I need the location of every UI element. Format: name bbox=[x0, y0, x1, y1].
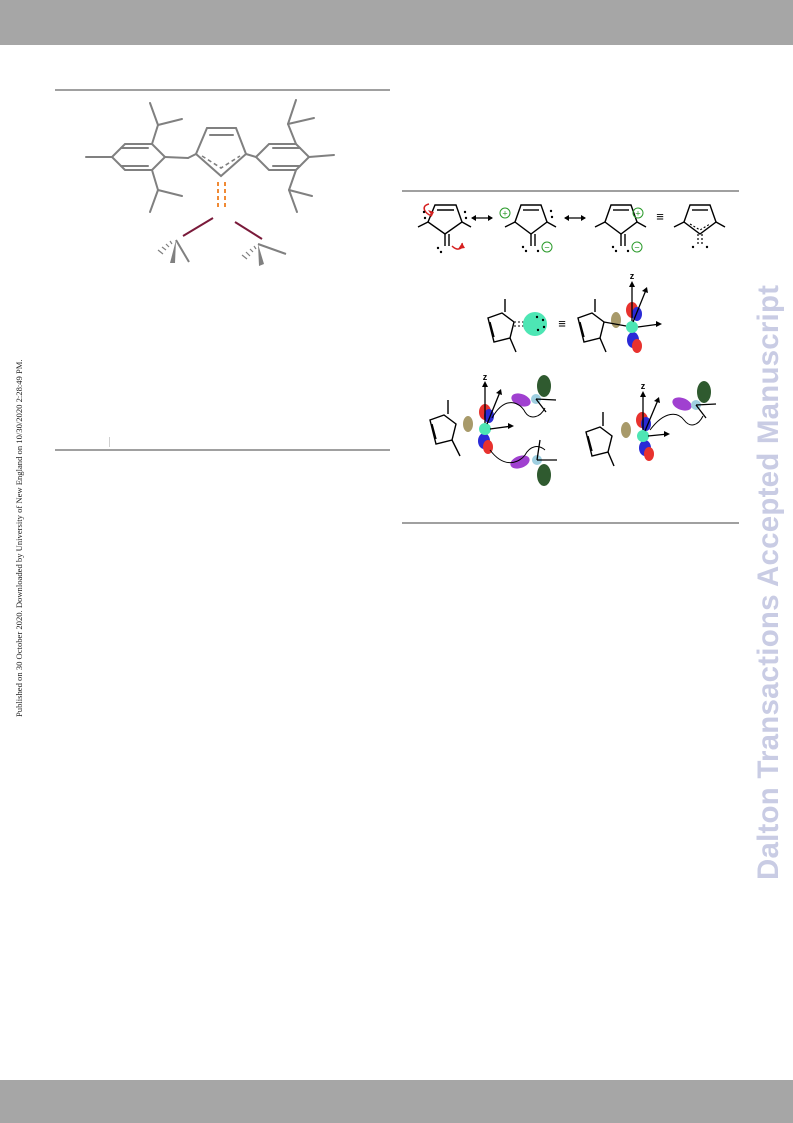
z-axis-label-3: z bbox=[641, 381, 646, 391]
molecule-structure-figure bbox=[85, 99, 335, 266]
page-footer-band bbox=[0, 1080, 793, 1123]
equivalence-symbol: ≡ bbox=[656, 209, 664, 224]
z-axis-label-2: z bbox=[483, 372, 488, 382]
left-figure-bottom-rule bbox=[55, 449, 390, 451]
metal-interaction-diagram-right: z bbox=[585, 381, 717, 467]
right-scheme-top-rule bbox=[402, 190, 739, 192]
positive-charge-symbol-2: + bbox=[635, 209, 640, 219]
page-header-band bbox=[0, 0, 793, 45]
negative-charge-symbol-2: − bbox=[634, 243, 639, 253]
accepted-manuscript-watermark: Dalton Transactions Accepted Manuscript bbox=[752, 284, 785, 880]
metal-interaction-diagram-left: z bbox=[429, 372, 557, 486]
right-scheme-bottom-rule bbox=[402, 522, 739, 524]
equivalence-symbol-2: ≡ bbox=[558, 316, 566, 331]
sigma-pi-orbital-diagram: ≡ z bbox=[487, 271, 662, 353]
left-figure-top-rule bbox=[55, 89, 390, 91]
resonance-structures-row: + − + − ≡ bbox=[417, 203, 726, 254]
caption-marker bbox=[109, 437, 110, 447]
negative-charge-symbol: − bbox=[544, 243, 549, 253]
z-axis-label: z bbox=[630, 271, 635, 281]
positive-charge-symbol: + bbox=[502, 209, 507, 219]
publication-note: Published on 30 October 2020. Downloaded… bbox=[14, 359, 24, 717]
